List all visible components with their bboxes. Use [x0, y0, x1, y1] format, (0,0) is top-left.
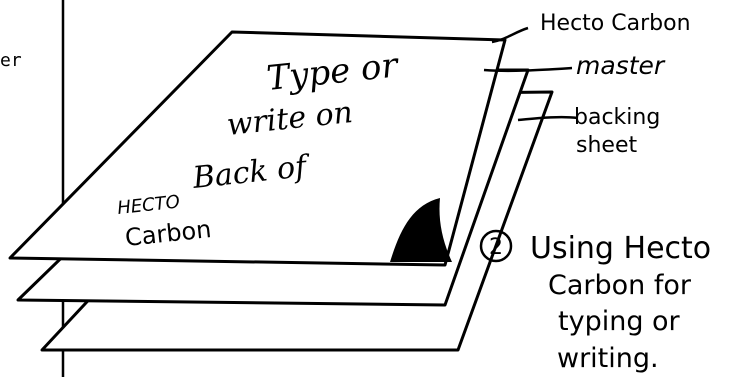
label-master: master	[576, 51, 666, 80]
caption-line4: writing.	[557, 343, 659, 374]
caption-line1: Using Hecto	[530, 231, 711, 266]
label-sheet: sheet	[576, 133, 637, 158]
margin-text: er	[0, 50, 22, 71]
pointer-top	[492, 28, 528, 42]
label-backing: backing	[574, 105, 660, 130]
caption-line3: typing or	[558, 306, 681, 337]
label-hecto-carbon: Hecto Carbon	[540, 11, 691, 36]
caption-number: 2	[489, 235, 503, 260]
caption-line2: Carbon for	[548, 270, 692, 301]
